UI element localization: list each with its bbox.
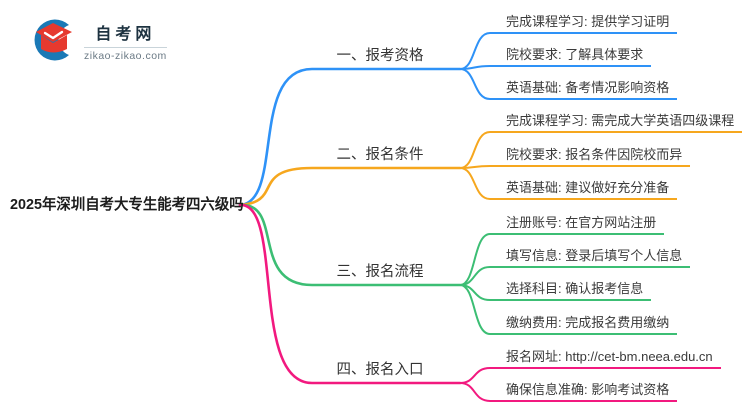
- branch-child-curve: [459, 284, 491, 301]
- branch-child-curve: [459, 165, 491, 169]
- branch-label: 一、报考资格: [336, 48, 424, 64]
- child-node: 填写信息: 登录后填写个人信息: [490, 247, 691, 268]
- child-node: 完成课程学习: 需完成大学英语四级课程: [490, 112, 743, 133]
- branch-child-curve: [459, 65, 491, 70]
- site-logo-text: 自考网 zikao-zikao.com: [84, 18, 167, 62]
- child-node: 缴纳费用: 完成报名费用缴纳: [490, 314, 678, 335]
- logo-divider: [84, 47, 167, 48]
- child-node: 英语基础: 建议做好充分准备: [490, 179, 678, 200]
- branch-child-curve: [459, 382, 491, 402]
- branch-child-curve: [459, 68, 491, 100]
- child-node: 选择科目: 确认报考信息: [490, 280, 652, 301]
- branch-label: 二、报名条件: [336, 147, 424, 163]
- site-logo-title: 自考网: [95, 26, 156, 43]
- branch-curve: [238, 203, 462, 385]
- child-node: 注册账号: 在官方网站注册: [490, 214, 665, 235]
- branch-child-curve: [459, 284, 491, 335]
- child-node: 完成课程学习: 提供学习证明: [490, 13, 678, 34]
- branch-label: 四、报名入口: [336, 362, 424, 378]
- graduation-cap-icon: [34, 19, 72, 61]
- site-logo-domain: zikao-zikao.com: [84, 50, 167, 62]
- branch-label: 三、报名流程: [336, 264, 424, 280]
- branch-curve: [238, 166, 462, 207]
- site-logo: 自考网 zikao-zikao.com: [28, 16, 167, 64]
- central-topic: 2025年深圳自考大专生能考四六级吗: [10, 196, 244, 213]
- branch-child-curve: [459, 167, 491, 200]
- child-node: 院校要求: 报名条件因院校而异: [490, 146, 691, 167]
- child-node: 报名网址: http://cet-bm.neea.edu.cn: [490, 348, 721, 369]
- child-node: 院校要求: 了解具体要求: [490, 46, 652, 67]
- child-node: 英语基础: 备考情况影响资格: [490, 79, 678, 100]
- child-node: 确保信息准确: 影响考试资格: [490, 381, 678, 402]
- branch-curve: [238, 67, 462, 207]
